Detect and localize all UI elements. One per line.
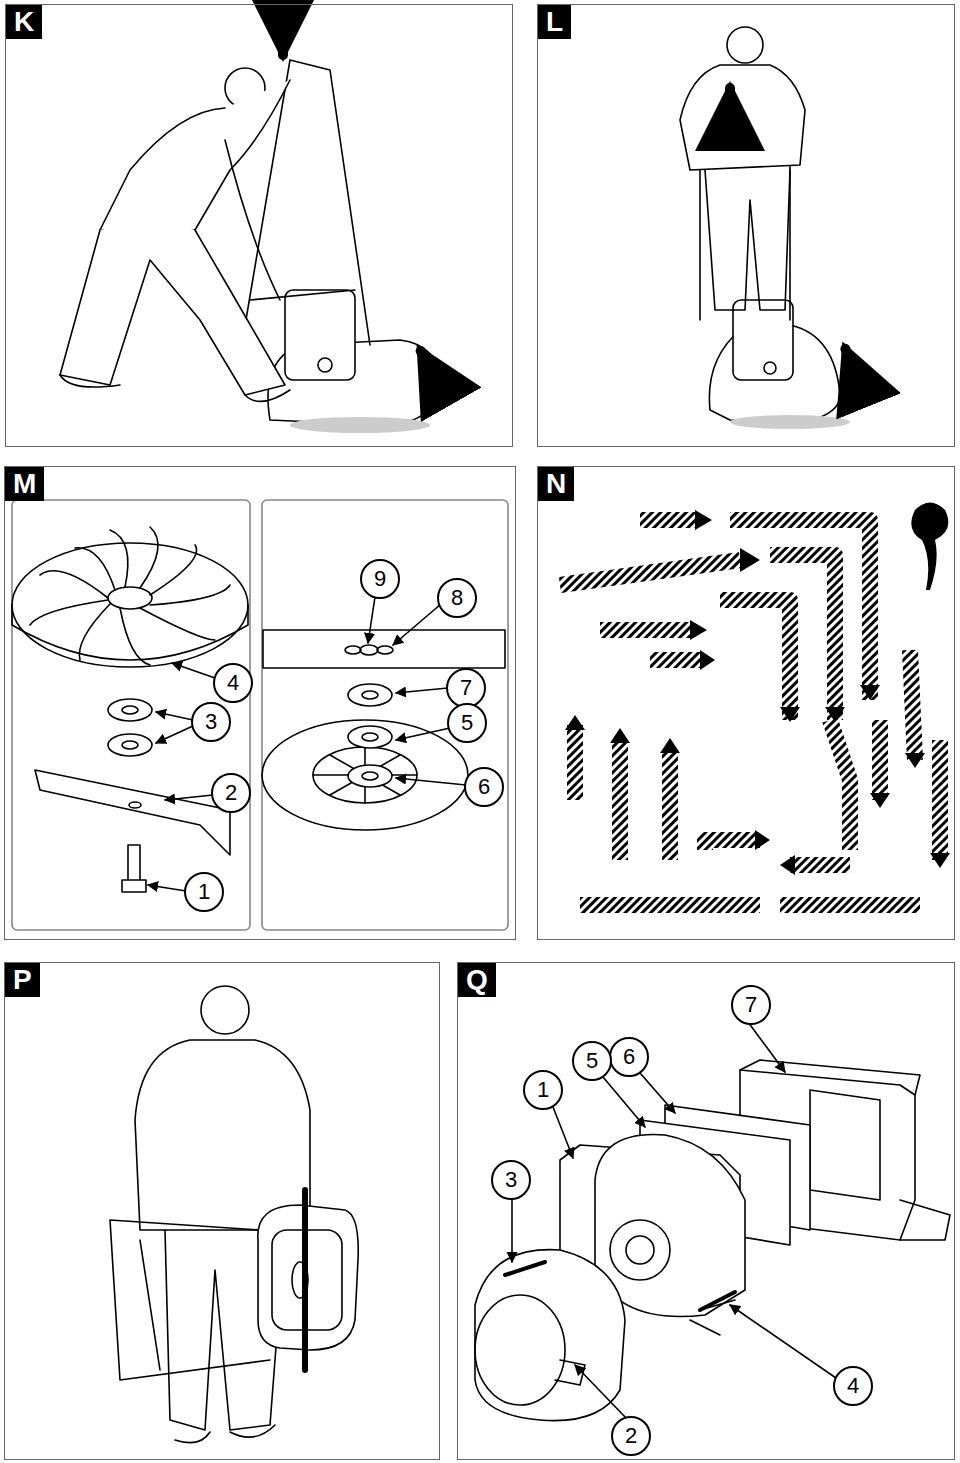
callout-number: 2 [611, 1416, 651, 1456]
callout-number: 6 [609, 1037, 649, 1077]
man-carrying-mower [110, 986, 358, 1443]
panel-letter: K [6, 5, 42, 39]
pattern-arrowheads [565, 503, 950, 876]
callout-number: 4 [213, 663, 253, 703]
motor-exploded-view [475, 1022, 950, 1421]
callout-number: 3 [191, 702, 231, 742]
figure-panel: P [4, 962, 440, 1460]
callout-number: 3 [491, 1160, 531, 1200]
figure-panel: N [537, 466, 955, 940]
callout-number: 6 [464, 767, 504, 807]
callout-number: 5 [572, 1041, 612, 1081]
callout-number: 1 [184, 872, 224, 912]
callout-number: 7 [446, 668, 486, 708]
callout-number: 2 [211, 773, 251, 813]
mowing-pattern [560, 520, 940, 905]
man-tilting-mower [60, 10, 440, 433]
callout-number: 4 [833, 1366, 873, 1406]
figure-panel: Q [457, 962, 955, 1460]
callout-number: 1 [523, 1070, 563, 1110]
panel-letter: L [538, 5, 571, 39]
blade-assembly [12, 500, 508, 930]
figure-panel: K [5, 4, 513, 447]
panel-letter: P [5, 963, 40, 997]
panel-letter: M [5, 467, 44, 501]
callout-number: 9 [360, 559, 400, 599]
callout-number: 7 [731, 985, 771, 1025]
panel-letter: Q [458, 963, 496, 997]
callout-number: 8 [437, 578, 477, 618]
panel-letter: N [538, 467, 574, 501]
figure-panel: L [537, 4, 955, 447]
callout-number: 5 [447, 703, 487, 743]
man-pulling-mower [680, 27, 860, 429]
figure-panel: M [4, 466, 516, 940]
